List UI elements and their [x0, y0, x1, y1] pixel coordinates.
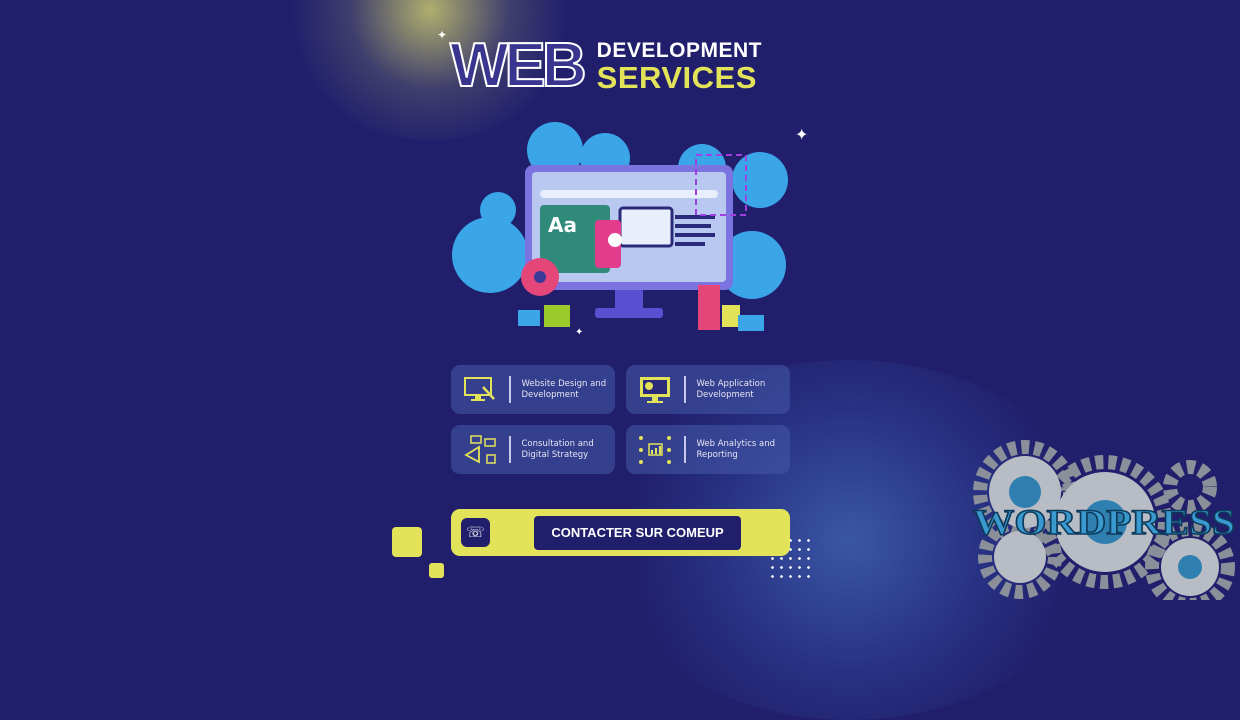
sparkle-icon: ✦ [437, 28, 448, 42]
service-label: Consultation and Digital Strategy [521, 438, 594, 460]
page-title: WEB DEVELOPMENT SERVICES [449, 31, 763, 100]
svg-text:WORDPRESS: WORDPRESS [973, 502, 1235, 542]
svg-text:✦: ✦ [795, 125, 808, 144]
service-card-website-design: Website Design and Development [451, 365, 615, 414]
phone-icon[interactable]: ☏ [461, 518, 490, 547]
title-services: SERVICES [596, 60, 757, 95]
service-label: Web Analytics and Reporting [696, 438, 776, 460]
divider [509, 376, 511, 403]
megaphone-chat-icon [464, 434, 496, 464]
contact-button[interactable]: CONTACTER SUR COMEUP [534, 516, 741, 550]
monitor-wrench-icon [464, 376, 495, 401]
monitor-gear-code-icon [640, 376, 670, 403]
divider [684, 436, 686, 463]
svg-text:Aa: Aa [548, 213, 577, 237]
decorative-square [392, 527, 422, 557]
divider [684, 376, 686, 403]
wordpress-gears-logo: WORDPRESS [972, 440, 1236, 600]
divider [509, 436, 511, 463]
service-card-analytics: Web Analytics and Reporting [626, 425, 790, 474]
web-development-illustration: Aa ✦ ✦ [452, 122, 808, 338]
service-card-web-application: Web Application Development [626, 365, 790, 414]
service-label: Web Application Development [696, 378, 766, 400]
service-card-consultation: Consultation and Digital Strategy [451, 425, 615, 474]
cta-bar: ☏ CONTACTER SUR COMEUP [451, 509, 790, 556]
service-label: Website Design and Development [521, 378, 607, 400]
title-development: DEVELOPMENT [596, 39, 763, 62]
title-web: WEB [449, 31, 588, 100]
svg-text:✦: ✦ [575, 327, 583, 338]
decorative-square [429, 563, 444, 578]
analytics-network-icon [639, 435, 671, 464]
